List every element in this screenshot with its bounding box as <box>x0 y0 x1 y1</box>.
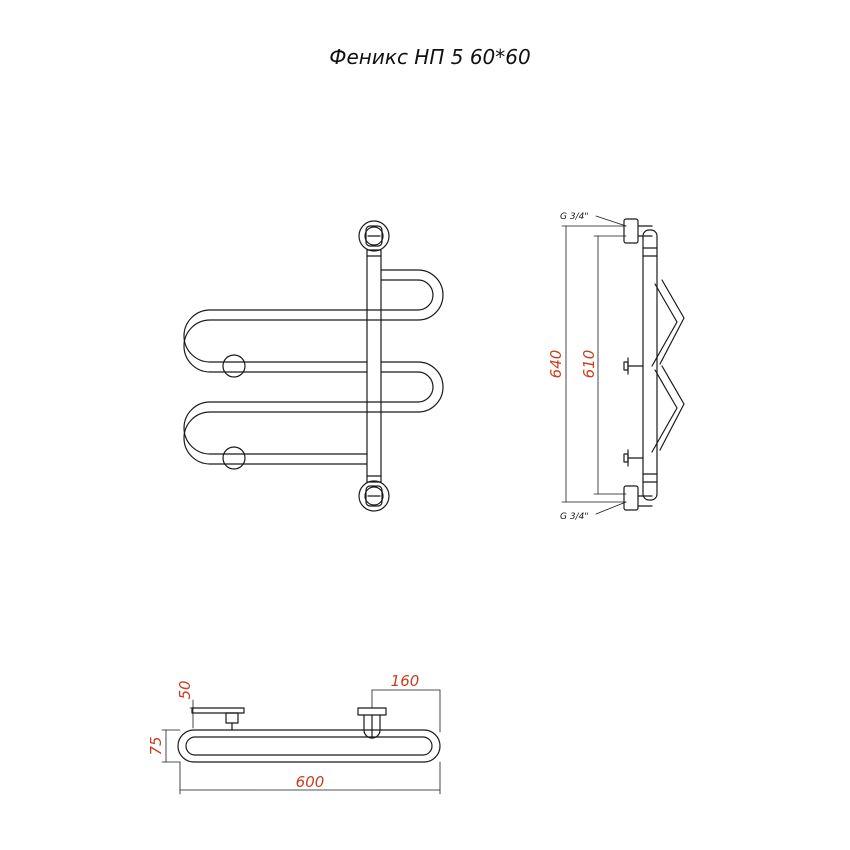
dimension-75: 75 <box>147 736 165 755</box>
bottom-nut <box>623 485 639 511</box>
dimension-610: 610 <box>580 350 598 379</box>
side-riser <box>642 229 658 501</box>
dimension-160: 160 <box>391 672 420 690</box>
top-nut <box>623 218 639 244</box>
wall-holder-upper <box>222 354 246 378</box>
top-loop-inner <box>185 736 433 756</box>
bottom-flange <box>358 480 390 512</box>
front-view <box>183 220 444 512</box>
vertical-riser <box>366 249 382 483</box>
top-loop-outer <box>177 729 441 763</box>
side-holder-upper <box>623 357 644 375</box>
dimension-640: 640 <box>547 350 565 379</box>
side-view <box>623 218 685 511</box>
upper-serpentine-inner <box>183 279 434 363</box>
thread-label-top: G 3/4" <box>560 212 588 222</box>
top-view <box>177 707 441 763</box>
top-connector <box>357 707 387 739</box>
lower-serpentine-inner <box>183 371 434 455</box>
wall-holder-lower <box>222 446 246 470</box>
side-loop-lower <box>651 365 685 453</box>
thread-label-bottom: G 3/4" <box>560 512 588 522</box>
dimension-50: 50 <box>176 680 194 699</box>
lower-serpentine-outer <box>183 361 444 465</box>
dimension-600: 600 <box>296 773 325 791</box>
side-loop-upper <box>651 279 685 367</box>
top-dimensions <box>161 689 441 795</box>
side-dimensions <box>561 215 627 515</box>
top-wall-bracket <box>191 707 245 731</box>
drawing-title: Феникс НП 5 60*60 <box>329 45 530 69</box>
upper-serpentine-outer <box>183 269 444 373</box>
top-flange <box>358 220 390 252</box>
side-holder-lower <box>623 449 644 467</box>
